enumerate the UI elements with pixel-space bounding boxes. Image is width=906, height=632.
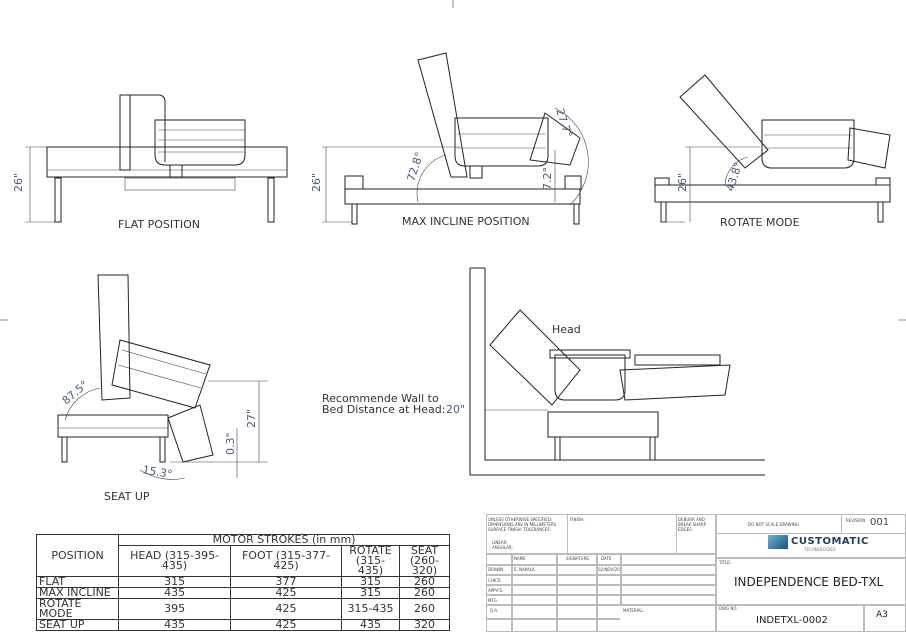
cell: 315 bbox=[341, 587, 400, 599]
table-row: MAX INCLINE 435 425 315 260 bbox=[35, 587, 450, 599]
row-position: ROTATE MODE bbox=[35, 598, 120, 620]
flat-position-view: 26" FLAT POSITION bbox=[12, 94, 288, 231]
linear-tolerance: LINEAR: bbox=[492, 540, 508, 545]
row-position: SEAT UP bbox=[35, 619, 120, 631]
seat-up-height-dim: 27" bbox=[245, 409, 258, 428]
logo-subtitle: TECHNOLOGIES bbox=[804, 547, 836, 552]
wall-clearance-view: Head Recommende Wall to Bed Distance at … bbox=[322, 267, 765, 476]
title-block: UNLESS OTHERWISE SPECIFIED: DIMENSIONS A… bbox=[486, 514, 906, 632]
cell: 435 bbox=[341, 619, 400, 631]
drawn-label: DRAWN bbox=[488, 567, 504, 572]
motor-strokes-table: POSITION MOTOR STROKES (in mm) HEAD (315… bbox=[35, 534, 450, 631]
wall-note-line2: Bed Distance at Head: bbox=[322, 403, 445, 416]
approved-label: APPV'D bbox=[488, 588, 503, 593]
seat-column-header: SEAT (260-320) bbox=[399, 545, 450, 577]
qa-label: Q.A bbox=[490, 608, 498, 613]
cell: 395 bbox=[118, 598, 231, 620]
drawn-name: E. NAPALA bbox=[514, 567, 535, 572]
max-incline-height-dim: 26" bbox=[310, 173, 323, 192]
table-row: FLAT 315 377 315 260 bbox=[35, 576, 450, 588]
cell: 315-435 bbox=[341, 598, 400, 620]
seat-up-label: SEAT UP bbox=[104, 490, 150, 503]
title-label: TITLE: bbox=[719, 560, 732, 565]
head-label: Head bbox=[552, 323, 581, 336]
name-header: NAME bbox=[514, 556, 526, 561]
drawn-date: 02/NOV/20 bbox=[598, 567, 620, 572]
material-label: MATERIAL: bbox=[623, 608, 645, 613]
deburr-note: DEBURR AND BREAK SHARP EDGES bbox=[678, 517, 707, 532]
tolerance-note: UNLESS OTHERWISE SPECIFIED: DIMENSIONS A… bbox=[488, 517, 557, 532]
table-row: ROTATE MODE 395 425 315-435 260 bbox=[35, 598, 450, 620]
angular-tolerance: ANGULAR: bbox=[492, 545, 513, 550]
drawing-number-label: DWG NO. bbox=[719, 606, 738, 611]
motor-strokes-header: MOTOR STROKES (in mm) bbox=[118, 534, 450, 546]
back-angle-dim: 72.8° bbox=[404, 150, 426, 183]
revision-value: 001 bbox=[870, 517, 890, 528]
head-column-header: HEAD (315-395-435) bbox=[118, 545, 231, 577]
drawing-number: INDETXL-0002 bbox=[756, 615, 828, 626]
wall-note-line1: Recommende Wall to bbox=[322, 392, 439, 405]
seat-up-clearance-dim: 0.3" bbox=[224, 432, 237, 455]
foot-angle-dim: 27.7° bbox=[553, 107, 575, 140]
cell: 260 bbox=[399, 598, 450, 620]
date-header: DATE bbox=[601, 556, 612, 561]
cell: 425 bbox=[230, 598, 342, 620]
rotate-column-header: ROTATE (315-435) bbox=[341, 545, 400, 577]
table-row: SEAT UP 435 425 435 320 bbox=[35, 619, 450, 631]
max-incline-view: 26" 72.8° 27.7° 7.2° MAX INCLINE POSITIO… bbox=[310, 52, 589, 228]
checked-label: CHK'D bbox=[488, 578, 501, 583]
customatic-logo-icon bbox=[768, 535, 788, 549]
mfg-label: MFG bbox=[488, 598, 497, 603]
rotate-angle-dim: 43.8° bbox=[723, 160, 745, 193]
do-not-scale-note: DO NOT SCALE DRAWING bbox=[748, 522, 799, 527]
cell: 260 bbox=[399, 587, 450, 599]
cell: 435 bbox=[118, 619, 231, 631]
logo-name: CUSTOMATIC bbox=[791, 536, 869, 547]
flat-position-label: FLAT POSITION bbox=[118, 218, 200, 231]
seat-up-view: 27" 0.3" 87.5° 15.3° SEAT UP bbox=[57, 274, 268, 503]
revision-label: REVISION bbox=[846, 518, 866, 523]
foot-column-header: FOOT (315-377-425) bbox=[230, 545, 342, 577]
cell: 435 bbox=[118, 587, 231, 599]
cell: 320 bbox=[399, 619, 450, 631]
cell: 425 bbox=[230, 587, 342, 599]
drawing-title: INDEPENDENCE BED-TXL bbox=[734, 575, 884, 589]
sheet-size: A3 bbox=[876, 610, 888, 620]
flat-height-dim: 26" bbox=[12, 173, 25, 192]
rotate-mode-view: 26" 43.8° ROTATE MODE bbox=[654, 74, 891, 229]
signature-header: SIGNATURE bbox=[566, 556, 589, 561]
rotate-mode-label: ROTATE MODE bbox=[720, 216, 800, 229]
finish-label: FINISH: bbox=[570, 517, 585, 522]
wall-distance-dim: 20" bbox=[446, 403, 465, 416]
max-incline-label: MAX INCLINE POSITION bbox=[402, 215, 530, 228]
cell: 425 bbox=[230, 619, 342, 631]
seat-angle-dim: 7.2° bbox=[541, 167, 554, 190]
rotate-height-dim: 26" bbox=[676, 173, 689, 192]
seat-up-foot-angle-dim: 15.3° bbox=[141, 463, 173, 481]
position-header: POSITION bbox=[35, 534, 120, 577]
